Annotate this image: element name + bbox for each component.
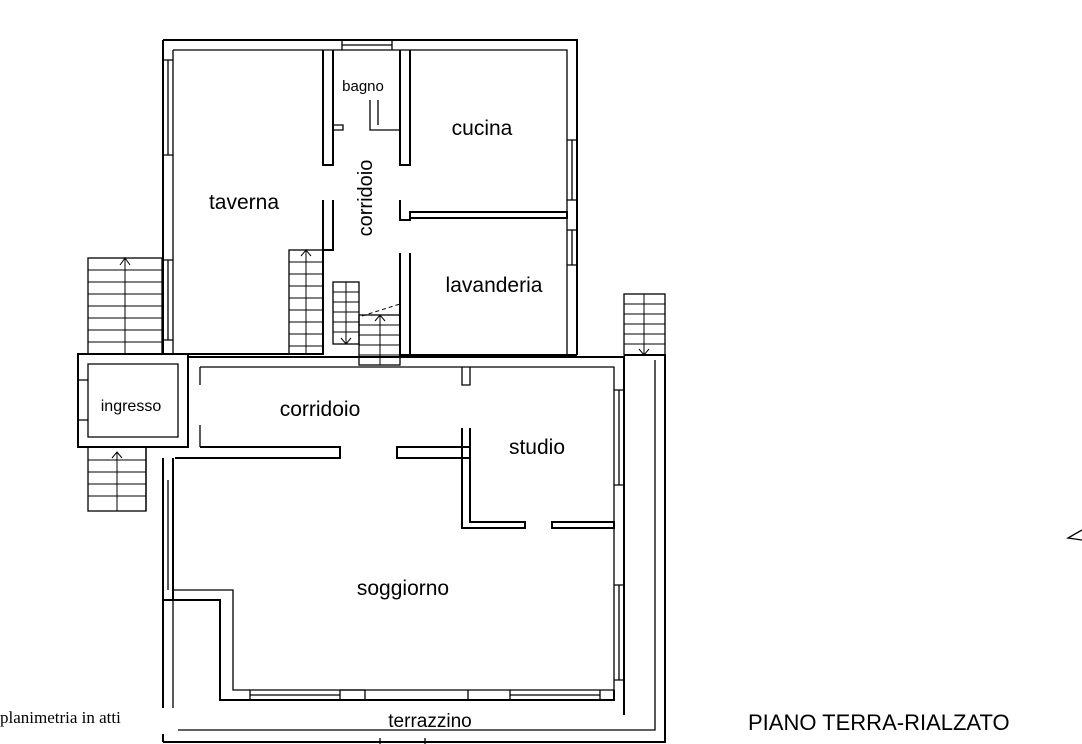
plan-title: PIANO TERRA-RIALZATO [748,710,1010,735]
edge-mark [1066,529,1082,541]
room-label-soggiorno: soggiorno [357,577,449,600]
room-label-corridoio-lower: corridoio [280,398,361,421]
room-label-cucina: cucina [452,117,513,140]
lower-block-walls [162,354,666,744]
room-label-studio: studio [509,436,565,459]
room-label-lavanderia: lavanderia [446,274,543,297]
stairs-corridoio-down [332,281,360,345]
stairs-left-lower [87,446,163,512]
stairs-right [623,293,666,356]
room-label-corridoio-upper: corridoio [355,160,377,237]
stairs-left-upper [87,257,163,355]
stairs-taverna [288,249,324,355]
stairs-corridoio-up [358,303,401,366]
room-label-ingresso: ingresso [101,398,162,415]
room-label-taverna: taverna [209,191,279,214]
plan-caption: planimetria in atti [0,708,178,734]
room-label-terrazzino: terrazzino [388,711,471,732]
room-label-bagno: bagno [342,78,384,95]
